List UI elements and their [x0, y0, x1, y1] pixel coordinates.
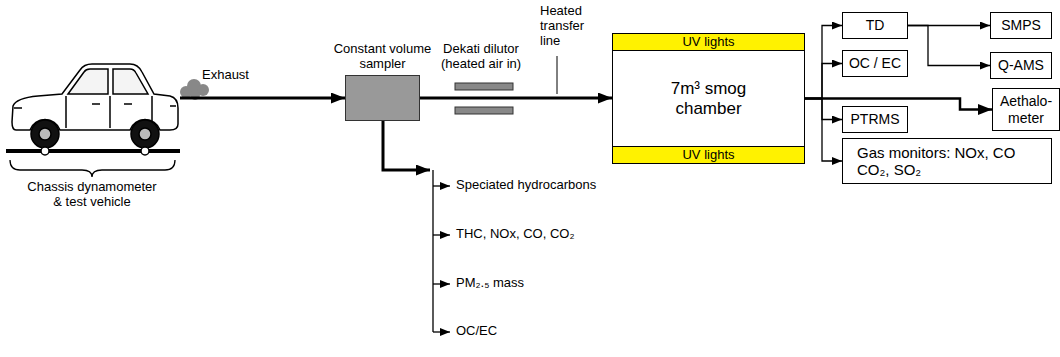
instrument-box: TD	[842, 12, 908, 39]
node-text: Gas monitors: NOx, CO CO₂, SO₂	[857, 144, 1037, 179]
smog-chamber: 7m³ smog chamber UV lights UV lights	[612, 33, 805, 164]
sampler-box: Constant volume sampler	[345, 75, 420, 121]
node-text: SMPS	[1001, 17, 1041, 33]
uv-lamp-band: UV lights	[613, 34, 804, 51]
flow-connector	[420, 97, 612, 100]
flow-connector	[805, 99, 842, 162]
measurement-label: THC, NOx, CO, CO₂	[456, 227, 656, 242]
measurement-label: OC/EC	[456, 324, 656, 339]
measurement-label: PM₂.₅ mass	[456, 276, 656, 291]
instrument-box: SMPS	[990, 12, 1052, 39]
sample-branches	[433, 170, 450, 332]
exhaust-arrow	[180, 97, 345, 100]
flow-connector	[805, 64, 842, 99]
gas-monitor-box: Gas monitors: NOx, CO CO₂, SO₂	[842, 138, 1052, 184]
measurement-label: Speciated hydrocarbons	[456, 178, 656, 193]
node-text: OC / EC	[849, 55, 901, 71]
node-text: TD	[866, 17, 885, 33]
node-text: UV lights	[682, 35, 734, 50]
uv-lamp-band: UV lights	[613, 146, 804, 163]
instrument-box: OC / EC	[842, 50, 908, 77]
flow-label: Exhaust	[202, 68, 272, 83]
bracket	[10, 160, 175, 177]
instrument-box: Aethalo-meter	[992, 88, 1060, 131]
node-text: PTRMS	[851, 111, 900, 127]
box-heading: Constant volume sampler	[328, 42, 438, 72]
flow-connector	[805, 99, 842, 120]
node-text: Aethalo-meter	[993, 93, 1059, 125]
component-label: Dekati dilutor (heated air in)	[433, 42, 529, 72]
flow-connector	[908, 26, 990, 66]
caption-label: Chassis dynamometer & test vehicle	[24, 180, 160, 210]
node-text: 7m³ smog chamber	[653, 79, 765, 118]
instrument-box: Q-AMS	[990, 52, 1052, 79]
leader-line	[557, 56, 558, 94]
sample-line	[383, 121, 430, 170]
node-text: UV lights	[682, 148, 734, 163]
dynamometer	[6, 147, 180, 155]
node-text: Q-AMS	[998, 57, 1044, 73]
test-car	[12, 64, 178, 148]
component-label: Heated transfer line	[540, 4, 596, 49]
instrument-box: PTRMS	[842, 106, 908, 133]
flow-connector	[805, 26, 842, 99]
